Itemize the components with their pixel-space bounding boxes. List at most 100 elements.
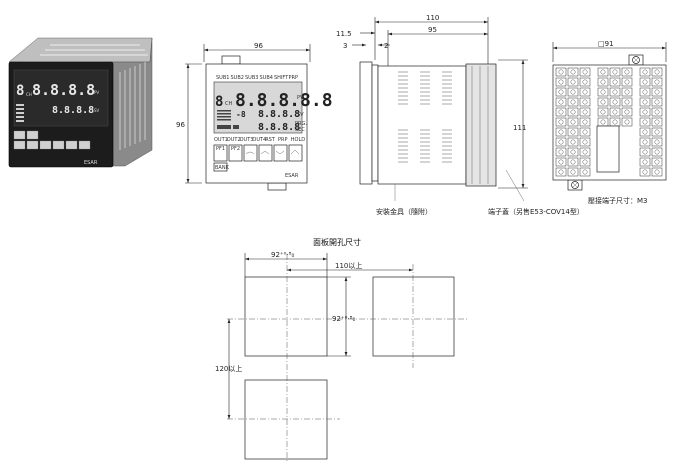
rear-terminal bbox=[597, 87, 609, 97]
cutout-width-dim: 92⁺⁰·⁸₀ bbox=[271, 251, 294, 259]
rear-terminal bbox=[651, 137, 663, 147]
rear-terminal bbox=[579, 157, 591, 167]
rear-terminal bbox=[609, 87, 621, 97]
front-bottom-label: OUT4 bbox=[252, 137, 266, 143]
front-bargraph bbox=[217, 110, 239, 129]
rear-terminal bbox=[651, 157, 663, 167]
rear-terminal-screw bbox=[558, 149, 564, 155]
front-height-dim: 96 bbox=[176, 121, 185, 129]
photo-sv-digits: 8.8.8.8 bbox=[52, 105, 94, 116]
side-terminal-cover bbox=[465, 63, 497, 187]
rear-terminal-screw bbox=[612, 89, 618, 95]
rear-terminal-screw bbox=[624, 79, 630, 85]
panel-cutout-title: 面板開孔尺寸 bbox=[313, 237, 361, 247]
side-dim-3: 3 bbox=[343, 42, 347, 50]
photo-pv-label: PV bbox=[94, 90, 99, 95]
rear-terminal-screw bbox=[570, 99, 576, 105]
rear-terminal-screw bbox=[600, 89, 606, 95]
front-pv-label: PV bbox=[297, 95, 304, 101]
rear-terminal-screw bbox=[570, 169, 576, 175]
rear-view: □91 壓接端子尺寸：M3 bbox=[552, 40, 667, 205]
rear-terminals bbox=[555, 67, 663, 177]
rear-terminal-screw bbox=[654, 169, 660, 175]
rear-terminal-screw bbox=[582, 139, 588, 145]
rear-terminal bbox=[555, 157, 567, 167]
front-bottom-label: OUT1 bbox=[214, 137, 228, 143]
front-bottom-label: RST bbox=[265, 137, 276, 143]
rear-terminal-screw bbox=[642, 149, 648, 155]
rear-terminal bbox=[567, 67, 579, 77]
rear-terminal-screw bbox=[642, 119, 648, 125]
rear-terminal bbox=[567, 167, 579, 177]
rear-terminal bbox=[555, 167, 567, 177]
rear-terminal-screw bbox=[612, 79, 618, 85]
front-sv-label: SV bbox=[297, 112, 304, 118]
rear-terminal bbox=[639, 137, 651, 147]
cutout-spacing-h: 110以上 bbox=[335, 261, 362, 270]
rear-terminal bbox=[609, 117, 621, 127]
rear-terminal-screw bbox=[642, 99, 648, 105]
side-bezel bbox=[359, 61, 373, 185]
rear-terminal-screw bbox=[570, 79, 576, 85]
front-lcd bbox=[213, 81, 303, 134]
photo-keys bbox=[13, 130, 91, 150]
front-key-pf1: PF1 bbox=[216, 146, 225, 152]
rear-terminal bbox=[579, 67, 591, 77]
side-total-depth: 110 bbox=[426, 14, 439, 22]
product-photo: 8.8.8.8 8.8.8.8 8 CH PV SV ESAR bbox=[8, 37, 153, 168]
rear-terminal-screw bbox=[558, 159, 564, 165]
rear-terminal-screw bbox=[558, 129, 564, 135]
rear-terminal-screw bbox=[570, 69, 576, 75]
rear-terminal bbox=[555, 147, 567, 157]
rear-terminal-screw bbox=[642, 139, 648, 145]
rear-terminal-screw bbox=[600, 79, 606, 85]
rear-terminal bbox=[597, 77, 609, 87]
rear-terminal-screw bbox=[558, 89, 564, 95]
photo-ch-digit: 8 bbox=[16, 83, 24, 99]
rear-terminal-screw bbox=[558, 139, 564, 145]
rear-terminal-screw bbox=[642, 79, 648, 85]
rear-terminal bbox=[579, 127, 591, 137]
rear-terminal-screw bbox=[570, 129, 576, 135]
rear-terminal bbox=[621, 107, 633, 117]
rear-terminal bbox=[651, 77, 663, 87]
front-keys bbox=[213, 144, 303, 172]
rear-terminal-screw bbox=[642, 129, 648, 135]
rear-terminal bbox=[639, 127, 651, 137]
rear-terminal-screw bbox=[570, 159, 576, 165]
rear-terminal bbox=[567, 107, 579, 117]
rear-terminal bbox=[597, 107, 609, 117]
rear-terminal-screw bbox=[582, 89, 588, 95]
side-vent-slots bbox=[398, 71, 452, 163]
rear-terminal bbox=[579, 77, 591, 87]
front-ch-digit: 8 bbox=[215, 94, 223, 110]
rear-terminal-screw bbox=[582, 169, 588, 175]
rear-terminal-screw bbox=[582, 99, 588, 105]
front-brand: ESAR bbox=[285, 173, 299, 179]
rear-terminal bbox=[597, 97, 609, 107]
rear-terminal-screw bbox=[654, 139, 660, 145]
rear-terminal bbox=[555, 107, 567, 117]
rear-terminal bbox=[651, 127, 663, 137]
rear-terminal bbox=[567, 127, 579, 137]
rear-terminal bbox=[555, 137, 567, 147]
rear-terminal bbox=[567, 87, 579, 97]
front-sv-digits: 8.8.8.8 bbox=[258, 109, 300, 120]
front-sec-label: SEC bbox=[295, 127, 305, 133]
front-top-label: SUB2 bbox=[231, 75, 244, 81]
rear-terminal bbox=[621, 117, 633, 127]
rear-terminal bbox=[609, 107, 621, 117]
rear-terminal-screw bbox=[600, 109, 606, 115]
rear-terminal-screw bbox=[642, 159, 648, 165]
rear-terminal bbox=[597, 117, 609, 127]
rear-terminal-screw bbox=[582, 79, 588, 85]
rear-terminal-screw bbox=[654, 69, 660, 75]
cutout-top-left bbox=[244, 276, 328, 357]
front-ch-label: CH bbox=[225, 101, 232, 107]
rear-terminal-screw bbox=[612, 69, 618, 75]
front-top-label: PRP bbox=[289, 75, 299, 81]
front-top-tab bbox=[221, 55, 241, 65]
cutout-spacing-v: 120以上 bbox=[215, 364, 242, 373]
